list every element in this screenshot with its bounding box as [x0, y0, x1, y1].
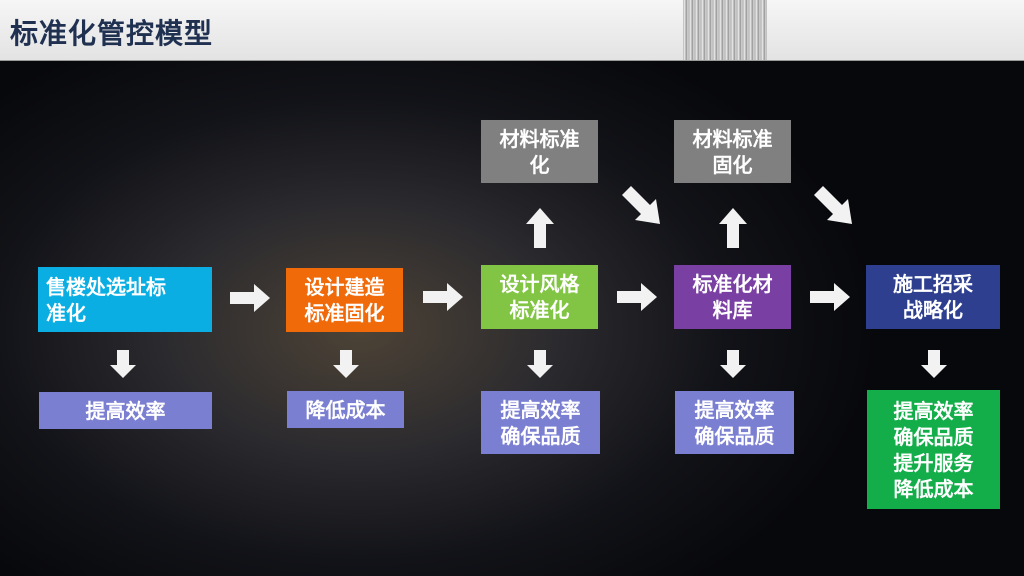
result-box-1: 提高效率 [39, 392, 212, 429]
result-box-line: 提高效率 [893, 398, 974, 423]
header-bar: 标准化管控模型 [0, 0, 1024, 61]
flow-box-design-build: 设计建造 标准固化 [286, 268, 403, 332]
arrow-diagonal-icon [622, 186, 662, 226]
result-box-5: 提高效率 确保品质 提升服务 降低成本 [867, 390, 1000, 509]
result-box-line: 降低成本 [893, 476, 974, 501]
result-box-2: 降低成本 [287, 391, 404, 428]
flow-box-line: 标准化材 [692, 272, 773, 296]
arrow-right-icon [423, 283, 463, 311]
flow-box-material-library: 标准化材 料库 [674, 265, 791, 329]
arrow-diagonal-icon [814, 186, 854, 226]
flow-box-line: 标准固化 [304, 301, 385, 325]
top-box-line: 材料标准 [692, 126, 773, 151]
flow-box-line: 设计建造 [304, 275, 385, 299]
arrow-down-icon [527, 350, 553, 378]
flow-box-line: 战略化 [903, 298, 963, 322]
top-box-material-standardization: 材料标准 化 [481, 120, 598, 183]
flow-box-line: 标准化 [509, 298, 570, 322]
result-box-line: 提高效率 [694, 397, 775, 422]
arrow-down-icon [333, 350, 359, 378]
result-box-line: 提高效率 [500, 397, 581, 422]
flow-box-line: 售楼处选址标 [46, 274, 166, 299]
flow-box-line: 施工招采 [893, 272, 973, 296]
flow-box-line: 准化 [46, 300, 86, 325]
result-box-line: 降低成本 [305, 397, 386, 422]
result-box-line: 提高效率 [85, 398, 166, 423]
top-box-line: 化 [529, 152, 550, 177]
result-box-line: 确保品质 [694, 423, 775, 448]
top-box-line: 固化 [712, 152, 753, 177]
arrow-down-icon [720, 350, 746, 378]
arrow-up-icon [719, 208, 747, 248]
flow-box-design-style: 设计风格 标准化 [481, 265, 598, 329]
result-box-line: 提升服务 [893, 450, 974, 475]
flow-box-site-selection: 售楼处选址标 准化 [38, 267, 212, 332]
arrow-right-icon [230, 284, 270, 312]
result-box-line: 确保品质 [500, 423, 581, 448]
result-box-line: 确保品质 [893, 424, 974, 449]
flow-box-line: 料库 [712, 298, 753, 322]
arrow-up-icon [526, 208, 554, 248]
arrow-right-icon [810, 283, 850, 311]
flow-box-construction-procurement: 施工招采 战略化 [866, 265, 1000, 329]
flow-box-line: 设计风格 [499, 272, 580, 296]
result-box-4: 提高效率 确保品质 [675, 391, 794, 454]
header-decoration [683, 0, 767, 60]
page-title: 标准化管控模型 [10, 17, 214, 50]
arrow-down-icon [921, 350, 947, 378]
top-box-material-solidification: 材料标准 固化 [674, 120, 791, 183]
top-box-line: 材料标准 [499, 126, 580, 151]
result-box-3: 提高效率 确保品质 [481, 391, 600, 454]
arrow-down-icon [110, 350, 136, 378]
arrow-right-icon [617, 283, 657, 311]
